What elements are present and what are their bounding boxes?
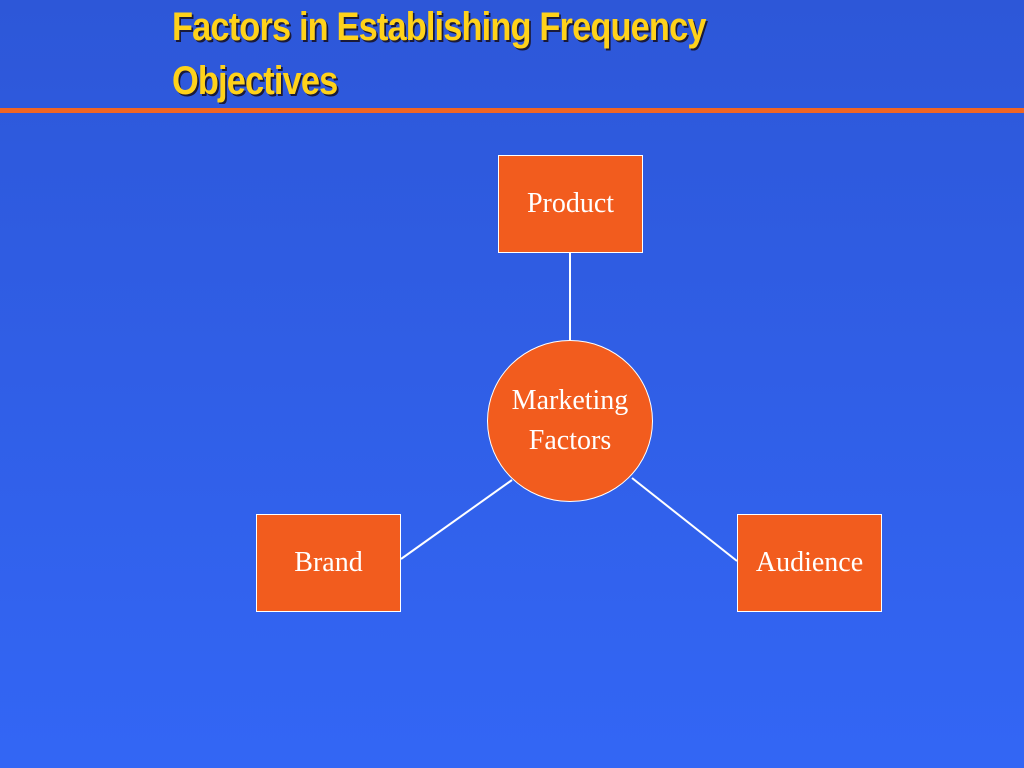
node-product: Product bbox=[498, 155, 643, 253]
title-divider bbox=[0, 108, 1024, 113]
connector-brand bbox=[400, 479, 513, 560]
node-center-line-1: Marketing bbox=[511, 385, 629, 416]
connector-audience bbox=[631, 477, 738, 562]
node-center-line-2: Factors bbox=[528, 425, 612, 456]
node-marketing-factors: Marketing Factors bbox=[487, 340, 653, 502]
node-brand: Brand bbox=[256, 514, 401, 612]
node-product-label: Product bbox=[526, 188, 615, 219]
slide-title-line-2: Objectives bbox=[172, 59, 338, 103]
node-audience-label: Audience bbox=[755, 547, 864, 578]
node-audience: Audience bbox=[737, 514, 882, 612]
slide-title: Factors in Establishing Frequency Object… bbox=[172, 0, 877, 108]
node-brand-label: Brand bbox=[294, 547, 363, 578]
slide-title-line-1: Factors in Establishing Frequency bbox=[172, 5, 706, 49]
